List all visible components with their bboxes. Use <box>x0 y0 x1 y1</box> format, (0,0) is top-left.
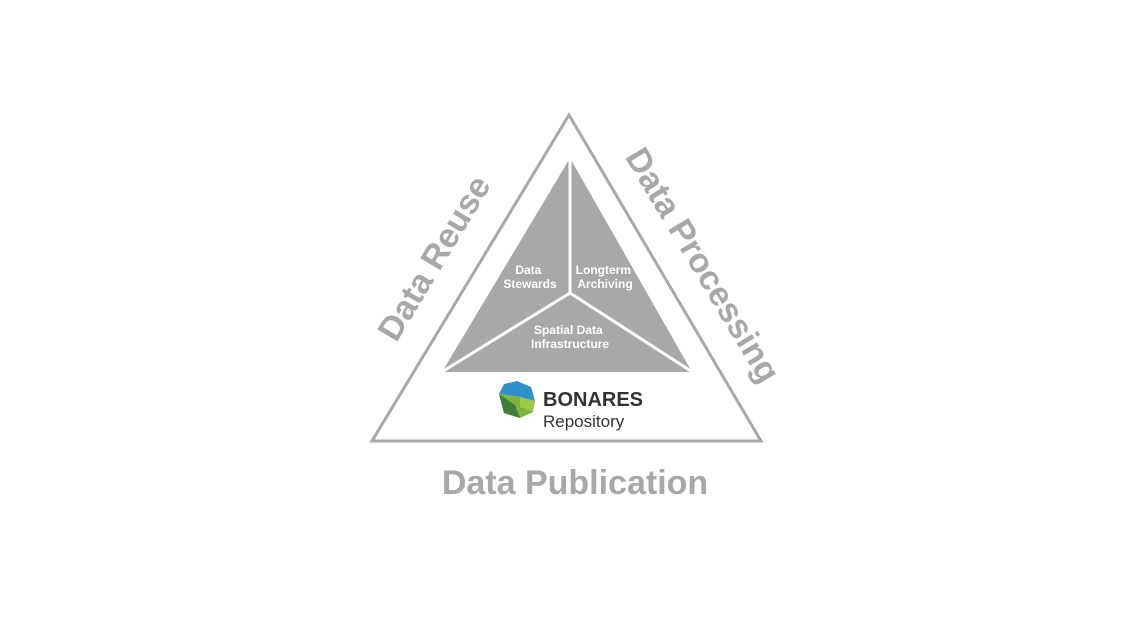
segment-top-left <box>442 158 570 372</box>
side-label-data-publication: Data Publication <box>442 464 708 502</box>
segment-label-longterm-archiving: Longterm Archiving <box>576 263 635 291</box>
outer-triangle <box>369 112 764 443</box>
divider-right <box>569 291 695 375</box>
logo-subtitle: Repository <box>543 412 625 431</box>
segment-label-data-stewards: Data Stewards <box>503 263 557 291</box>
segment-label-spatial-data-infrastructure: Spatial Data Infrastructure <box>531 323 609 351</box>
segment-bottom <box>442 293 692 372</box>
inner-triangle <box>439 158 695 375</box>
bonares-logo-icon <box>499 381 535 418</box>
divider-left <box>439 291 571 375</box>
segment-top-right <box>570 158 692 372</box>
logo-name: BONARES <box>543 389 643 411</box>
